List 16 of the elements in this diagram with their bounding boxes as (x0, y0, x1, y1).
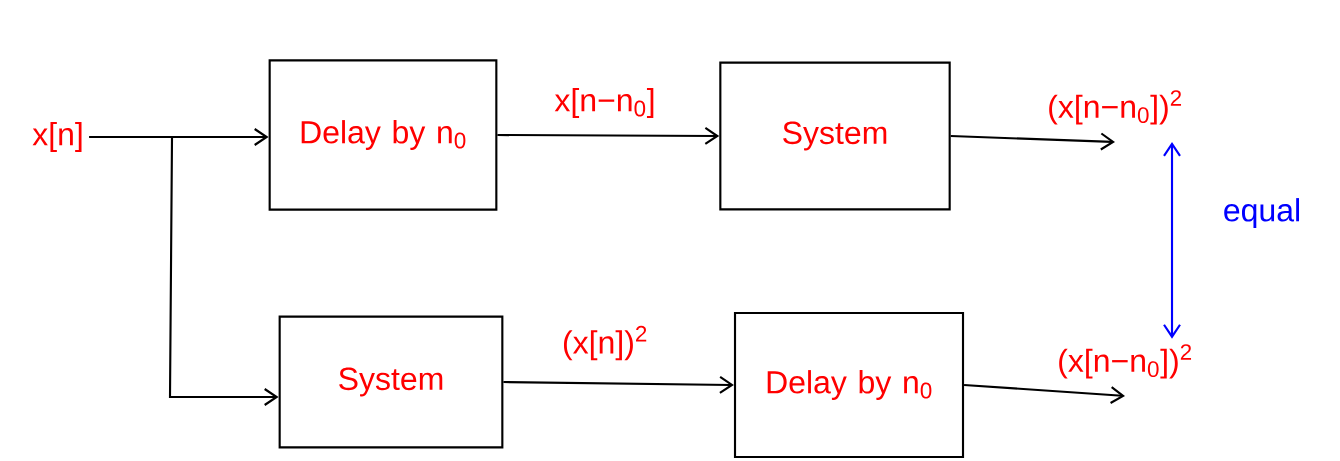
output-label: (x[n−n$_{0}$])$^{2}$ (1049, 90, 1182, 125)
arrow (497, 127, 720, 145)
process-box: System (278, 315, 504, 449)
edge-label: equal (1221, 196, 1303, 230)
arrow (503, 375, 734, 394)
arrow (1163, 142, 1181, 339)
edge-label: x[n−n$_{0}$] (553, 86, 657, 120)
input-label: x[n] (32, 122, 82, 152)
arrow (950, 132, 1115, 151)
arrow (89, 135, 279, 406)
edge-label: (x[n])$^{2}$ (560, 324, 650, 362)
process-box: Delay by n$_{0}$ (268, 59, 498, 211)
process-box: Delay by n$_{0}$ (733, 311, 965, 459)
arrow (964, 383, 1125, 404)
output-label: (x[n−n$_{0}$])$^{2}$ (1059, 344, 1192, 379)
process-box: System (719, 61, 951, 211)
